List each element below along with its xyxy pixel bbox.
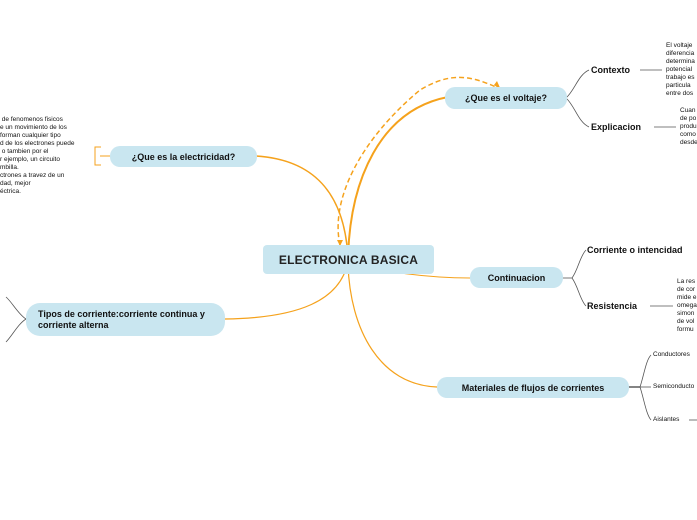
note-resistencia: La res de cor mide e omega simon de vol … bbox=[677, 278, 697, 333]
note-contexto: El voltaje diferencia determina potencia… bbox=[666, 42, 695, 97]
bracket-electricidad-note bbox=[94, 146, 101, 166]
note-explicacion: Cuan de po produ como desde bbox=[680, 107, 697, 146]
topic-voltaje[interactable]: ¿Que es el voltaje? bbox=[445, 87, 567, 109]
link-contexto bbox=[565, 69, 590, 99]
subtopic-conductores[interactable]: Conductores bbox=[653, 351, 690, 358]
branch-electricidad bbox=[255, 155, 349, 259]
link-explicacion bbox=[565, 97, 590, 128]
link-tipos-1 bbox=[5, 296, 27, 320]
link-tipos-2 bbox=[5, 318, 27, 343]
note-electricidad: de fenomenos fisicos e un movimiento de … bbox=[0, 116, 75, 195]
subtopic-aislantes[interactable]: Aislantes bbox=[653, 416, 680, 423]
branch-materiales bbox=[347, 263, 438, 388]
topic-continuacion[interactable]: Continuacion bbox=[470, 267, 563, 288]
dashed-arrowhead-central bbox=[337, 240, 343, 246]
link-resistencia bbox=[571, 277, 587, 307]
topic-electricidad[interactable]: ¿Que es la electricidad? bbox=[110, 146, 257, 167]
subtopic-explicacion[interactable]: Explicacion bbox=[591, 122, 642, 132]
link-corriente bbox=[571, 249, 587, 279]
branch-tipos bbox=[224, 261, 349, 320]
link-conductores bbox=[639, 354, 652, 388]
branch-voltaje bbox=[347, 96, 449, 259]
branch-voltaje-dashed bbox=[337, 76, 499, 246]
topic-tipos-corriente[interactable]: Tipos de corriente:corriente continua y … bbox=[26, 303, 225, 336]
subtopic-contexto[interactable]: Contexto bbox=[591, 65, 630, 75]
subtopic-resistencia[interactable]: Resistencia bbox=[587, 301, 638, 311]
subtopic-corriente[interactable]: Corriente o intencidad bbox=[587, 245, 683, 255]
link-aislantes bbox=[639, 386, 652, 421]
subtopic-semiconductores[interactable]: Semiconducto bbox=[653, 383, 695, 390]
topic-materiales[interactable]: Materiales de flujos de corrientes bbox=[437, 377, 629, 398]
central-topic[interactable]: ELECTRONICA BASICA bbox=[263, 245, 434, 274]
